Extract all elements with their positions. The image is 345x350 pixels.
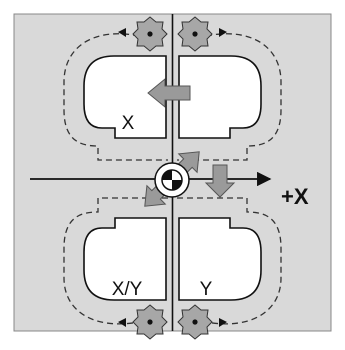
move-down-arrow-icon xyxy=(204,164,236,198)
milling-cutter-icon xyxy=(177,304,213,340)
path-direction-arrows xyxy=(118,28,227,327)
x-axis-label: +X xyxy=(281,184,309,209)
arrow-left-bottom-icon xyxy=(118,318,126,327)
arrow-left-top-icon xyxy=(118,28,126,37)
milling-cutter-icon xyxy=(177,16,213,52)
part-label-xy: X/Y xyxy=(112,279,143,300)
tool-path-bottom-left xyxy=(63,197,168,325)
datum-point-icon xyxy=(154,162,190,198)
part-top-left xyxy=(83,55,167,139)
part-top-right xyxy=(178,55,262,139)
milling-cutter-icon xyxy=(132,304,168,340)
tool-path-contours xyxy=(63,33,282,325)
arrow-right-top-icon xyxy=(219,28,227,37)
milling-cutter-icon xyxy=(132,16,168,52)
arrow-right-bottom-icon xyxy=(219,318,227,327)
move-left-arrow-icon xyxy=(147,77,191,109)
part-label-x: X xyxy=(122,113,135,134)
tool-path-bottom-right xyxy=(177,197,282,325)
part-bottom-right xyxy=(178,217,262,301)
part-label-y: Y xyxy=(200,279,213,300)
part-bottom-left xyxy=(83,217,167,301)
